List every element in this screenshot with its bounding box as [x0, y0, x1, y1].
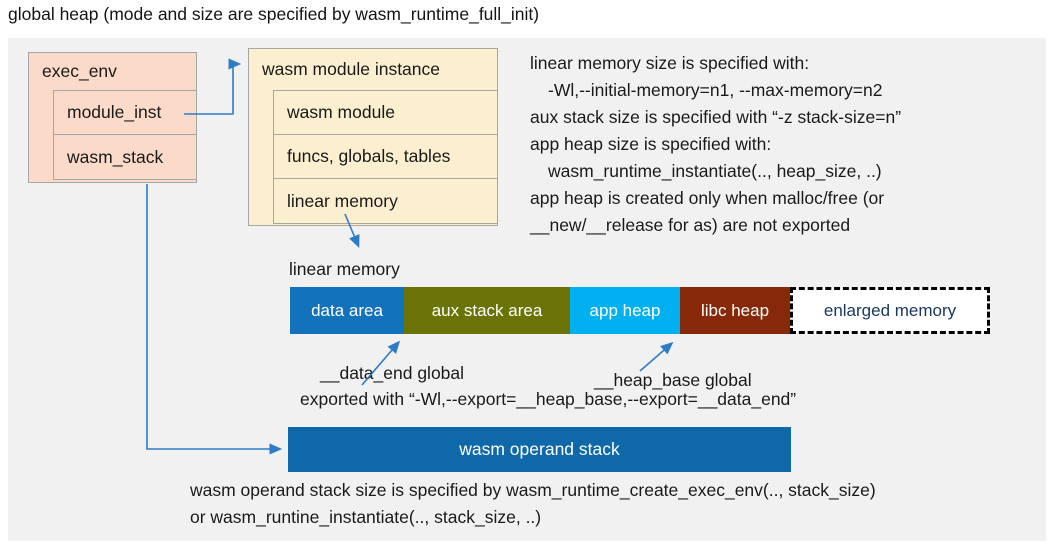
note-line: linear memory size is specified with: — [530, 53, 810, 73]
exported-with-label: exported with “-Wl,--export=__heap_base,… — [300, 389, 797, 409]
segment-libc-heap: libc heap — [680, 287, 790, 334]
note-line: __new/__release for as) are not exported — [530, 215, 851, 235]
instance-row-funcs-globals-tables: funcs, globals, tables — [273, 134, 497, 179]
exec-env-row-wasm-stack: wasm_stack — [53, 134, 196, 180]
notes-right: linear memory size is specified with: -W… — [530, 50, 901, 239]
note-line: wasm_runtime_instantiate(.., heap_size, … — [548, 161, 882, 181]
linear-memory-label: linear memory — [289, 259, 400, 279]
exec-env-title: exec_env — [42, 61, 117, 81]
note-line: aux stack size is specified with “-z sta… — [530, 107, 902, 127]
heap-base-global-label: __heap_base global — [594, 370, 752, 390]
exec-env-box: exec_env module_inst wasm_stack — [28, 52, 197, 183]
data-end-global-label: __data_end global — [320, 363, 465, 383]
note-line: or wasm_runtine_instantiate(.., stack_si… — [190, 507, 542, 527]
bottom-note: wasm operand stack size is specified by … — [190, 477, 876, 531]
note-line: wasm operand stack size is specified by … — [190, 480, 876, 500]
note-line: app heap is created only when malloc/fre… — [530, 188, 885, 208]
wasm-operand-stack-box: wasm operand stack — [288, 427, 791, 472]
wasm-module-instance-title: wasm module instance — [262, 59, 440, 79]
note-line: app heap size is specified with: — [530, 134, 772, 154]
linear-memory-bar: data area aux stack area app heap libc h… — [290, 287, 990, 334]
segment-data-area: data area — [290, 287, 404, 334]
segment-aux-stack-area: aux stack area — [404, 287, 570, 334]
segment-enlarged-memory: enlarged memory — [790, 287, 990, 334]
note-line: -Wl,--initial-memory=n1, --max-memory=n2 — [548, 80, 883, 100]
instance-row-linear-memory: linear memory — [273, 178, 497, 224]
segment-app-heap: app heap — [570, 287, 680, 334]
instance-row-wasm-module: wasm module — [273, 90, 497, 135]
diagram-title: global heap (mode and size are specified… — [8, 4, 540, 24]
wasm-module-instance-box: wasm module instance wasm module funcs, … — [248, 48, 498, 226]
exec-env-row-module-inst: module_inst — [53, 90, 196, 135]
